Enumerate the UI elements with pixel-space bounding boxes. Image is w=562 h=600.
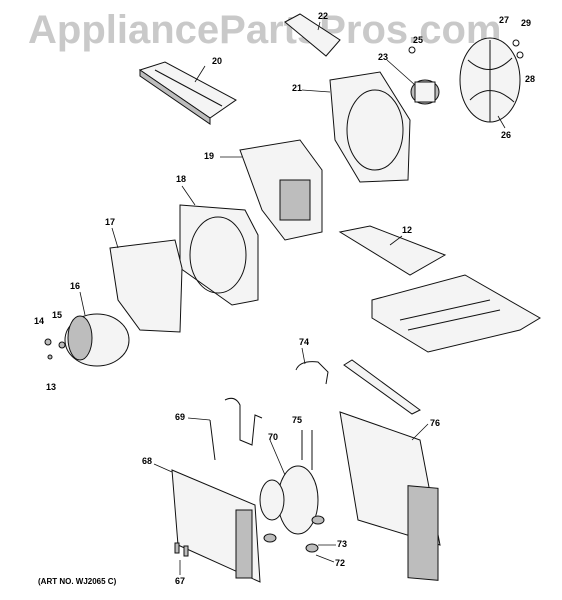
callout-67: 67 — [175, 576, 186, 586]
part-16-blower-wheel — [64, 291, 130, 367]
part-74-tube — [295, 347, 329, 385]
callout-28: 28 — [525, 74, 536, 84]
callout-20: 20 — [212, 56, 223, 66]
callout-23: 23 — [378, 52, 389, 62]
callout-69: 69 — [175, 412, 186, 422]
part-76-condenser — [339, 411, 441, 581]
callout-13: 13 — [46, 382, 57, 392]
callout-12: 12 — [402, 225, 413, 235]
callout-29: 29 — [521, 18, 532, 28]
part-18-scroll — [179, 185, 259, 306]
part-70-compressor — [259, 439, 319, 535]
callout-14: 14 — [34, 316, 45, 326]
foam-strip — [343, 359, 421, 415]
art-number: (ART NO. WJ2065 C) — [38, 577, 117, 586]
callout-27: 27 — [499, 15, 510, 25]
callout-68: 68 — [142, 456, 153, 466]
part-75-tube — [301, 430, 313, 470]
callout-75: 75 — [292, 415, 303, 425]
part-12-tray — [338, 225, 447, 276]
part-21-shroud — [301, 71, 411, 183]
part-26-fan — [459, 37, 521, 129]
callout-22: 22 — [318, 11, 329, 21]
callout-72: 72 — [335, 558, 346, 568]
callout-15: 15 — [52, 310, 63, 320]
fasteners-13-14-15 — [44, 338, 66, 360]
part-20-bracket — [138, 61, 237, 125]
part-69-tubing — [187, 397, 263, 461]
callout-70: 70 — [268, 432, 279, 442]
callout-18: 18 — [176, 174, 187, 184]
callout-74: 74 — [299, 337, 310, 347]
callout-21: 21 — [292, 83, 303, 93]
callout-73: 73 — [337, 539, 348, 549]
grommets-72-73 — [263, 515, 336, 563]
part-68-evaporator — [153, 463, 261, 583]
callout-25: 25 — [413, 35, 424, 45]
part-17-air-guide — [109, 227, 183, 333]
part-19-bracket — [220, 139, 323, 241]
callout-17: 17 — [105, 217, 116, 227]
watermark: AppliancePartsPros.com — [28, 8, 502, 52]
part-23-motor — [386, 39, 524, 105]
callout-19: 19 — [204, 151, 215, 161]
callout-76: 76 — [430, 418, 441, 428]
part-67-clips — [174, 542, 189, 575]
callout-26: 26 — [501, 130, 512, 140]
base-pan — [371, 274, 541, 353]
part-22-cover — [284, 13, 341, 57]
callout-16: 16 — [70, 281, 81, 291]
